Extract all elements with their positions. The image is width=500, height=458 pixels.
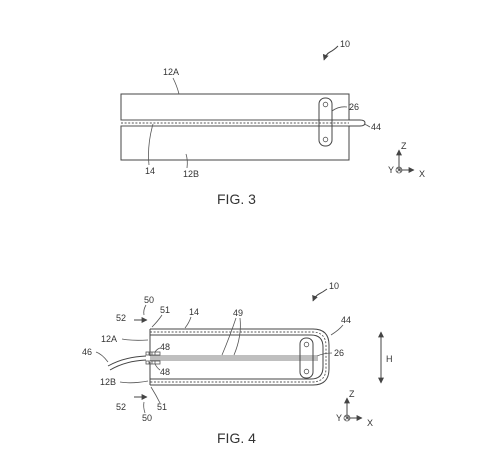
fig3-ref-number: 10 bbox=[340, 39, 350, 49]
fig4-height-arrow: H bbox=[378, 331, 393, 384]
fig3-clip bbox=[318, 97, 333, 147]
fig4-label-46: 46 bbox=[82, 347, 92, 357]
fig4-caption: FIG. 4 bbox=[217, 430, 256, 446]
fig4-label-44: 44 bbox=[341, 315, 351, 325]
fig3-top-plate bbox=[120, 93, 350, 121]
fig4-contact-top bbox=[145, 351, 161, 356]
fig4-label-14: 14 bbox=[189, 307, 199, 317]
fig4-label-52-bottom: 52 bbox=[116, 402, 126, 412]
fig3-axis-z: Z bbox=[401, 141, 407, 151]
fig3-layer bbox=[121, 119, 349, 127]
fig4-wires bbox=[150, 355, 318, 361]
fig3-axis-y: Y bbox=[388, 165, 394, 175]
fig3-caption: FIG. 3 bbox=[217, 191, 256, 207]
fig4-label-51-bottom: 51 bbox=[157, 402, 167, 412]
fig4-ref-number: 10 bbox=[329, 281, 339, 291]
fig4-label-48-bottom: 48 bbox=[160, 367, 170, 377]
fig3-label-14: 14 bbox=[145, 166, 155, 176]
fig4-label-12b: 12B bbox=[100, 377, 116, 387]
fig4-label-50-top: 50 bbox=[144, 295, 154, 305]
fig4-label-h: H bbox=[386, 354, 393, 364]
fig4-contact-bottom bbox=[145, 360, 161, 365]
fig3-axis-triad: Z Y X bbox=[388, 141, 425, 179]
fig4-label-12a: 12A bbox=[101, 334, 117, 344]
fig3-ref-arrow bbox=[322, 45, 339, 61]
fig4-label-49: 49 bbox=[233, 308, 243, 318]
fig3-label-26: 26 bbox=[349, 102, 359, 112]
fig3-bottom-plate bbox=[120, 125, 350, 161]
fig3-lead bbox=[349, 119, 366, 127]
fig4-label-26: 26 bbox=[334, 348, 344, 358]
fig3-axis-x: X bbox=[419, 169, 425, 179]
fig4-label-51-top: 51 bbox=[160, 305, 170, 315]
fig3-label-12b: 12B bbox=[183, 169, 199, 179]
fig3: 10 12A 26 44 14 12B bbox=[120, 39, 425, 207]
fig4: 10 bbox=[82, 281, 393, 446]
fig3-label-12a: 12A bbox=[163, 67, 179, 77]
fig4-label-50-bottom: 50 bbox=[142, 413, 152, 423]
fig4-clip bbox=[299, 337, 314, 379]
fig4-axis-x: X bbox=[367, 418, 373, 428]
fig4-axis-y: Y bbox=[336, 413, 342, 423]
fig4-label-52-top: 52 bbox=[116, 313, 126, 323]
fig4-lead bbox=[107, 355, 147, 371]
fig4-ref-arrow bbox=[312, 288, 328, 302]
fig4-folded-layer bbox=[150, 328, 330, 386]
fig3-label-44: 44 bbox=[371, 122, 381, 132]
fig4-axis-z: Z bbox=[349, 389, 355, 399]
fig4-axis-triad: Z Y X bbox=[336, 389, 373, 428]
fig4-label-48-top: 48 bbox=[160, 342, 170, 352]
